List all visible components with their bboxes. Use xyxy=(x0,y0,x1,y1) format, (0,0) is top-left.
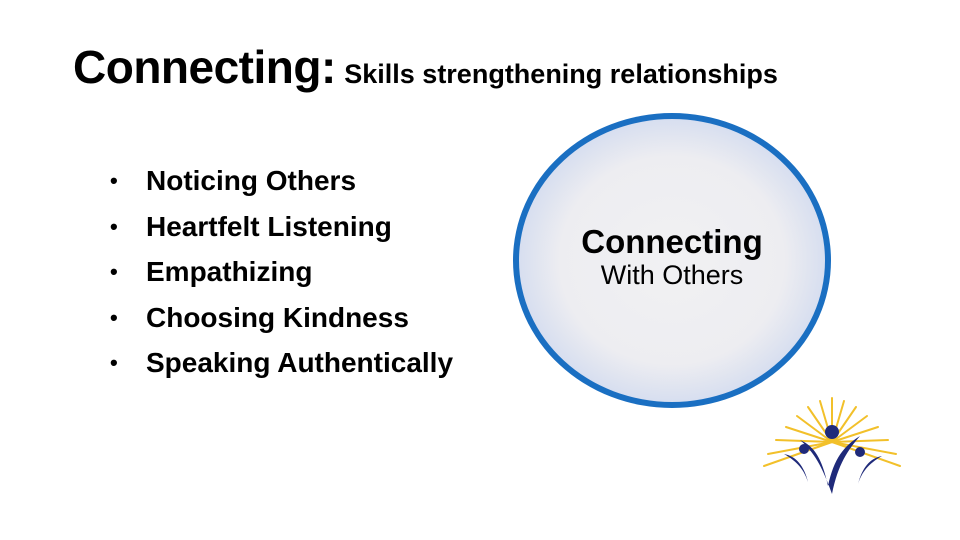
list-item-label: Noticing Others xyxy=(146,165,357,196)
circle-subtitle: With Others xyxy=(600,260,744,291)
bullet-icon: • xyxy=(110,168,118,193)
list-item: • Choosing Kindness xyxy=(110,299,453,345)
list-item-label: Empathizing xyxy=(146,256,313,287)
slide-title: Connecting: Skills strengthening relatio… xyxy=(73,44,778,90)
connecting-circle: Connecting With Others xyxy=(513,113,831,408)
sunburst-people-logo-icon xyxy=(763,397,901,494)
list-item-label: Speaking Authentically xyxy=(146,347,454,378)
bullet-icon: • xyxy=(110,213,118,239)
title-subtitle: Skills strengthening relationships xyxy=(344,59,778,89)
list-item: • Noticing Others xyxy=(110,162,453,208)
title-main: Connecting: xyxy=(73,41,336,93)
list-item: • Heartfelt Listening xyxy=(110,208,453,254)
people-figures xyxy=(784,425,882,494)
bullet-icon: • xyxy=(110,350,118,375)
list-item-label: Heartfelt Listening xyxy=(146,210,392,242)
list-item-label: Choosing Kindness xyxy=(146,301,409,333)
sunburst-rays xyxy=(763,397,901,467)
circle-title: Connecting xyxy=(581,222,763,260)
list-item: • Empathizing xyxy=(110,253,453,299)
bullet-icon: • xyxy=(110,304,118,330)
bullet-icon: • xyxy=(110,259,118,284)
skills-list: • Noticing Others • Heartfelt Listening … xyxy=(110,162,453,390)
list-item: • Speaking Authentically xyxy=(110,344,453,390)
